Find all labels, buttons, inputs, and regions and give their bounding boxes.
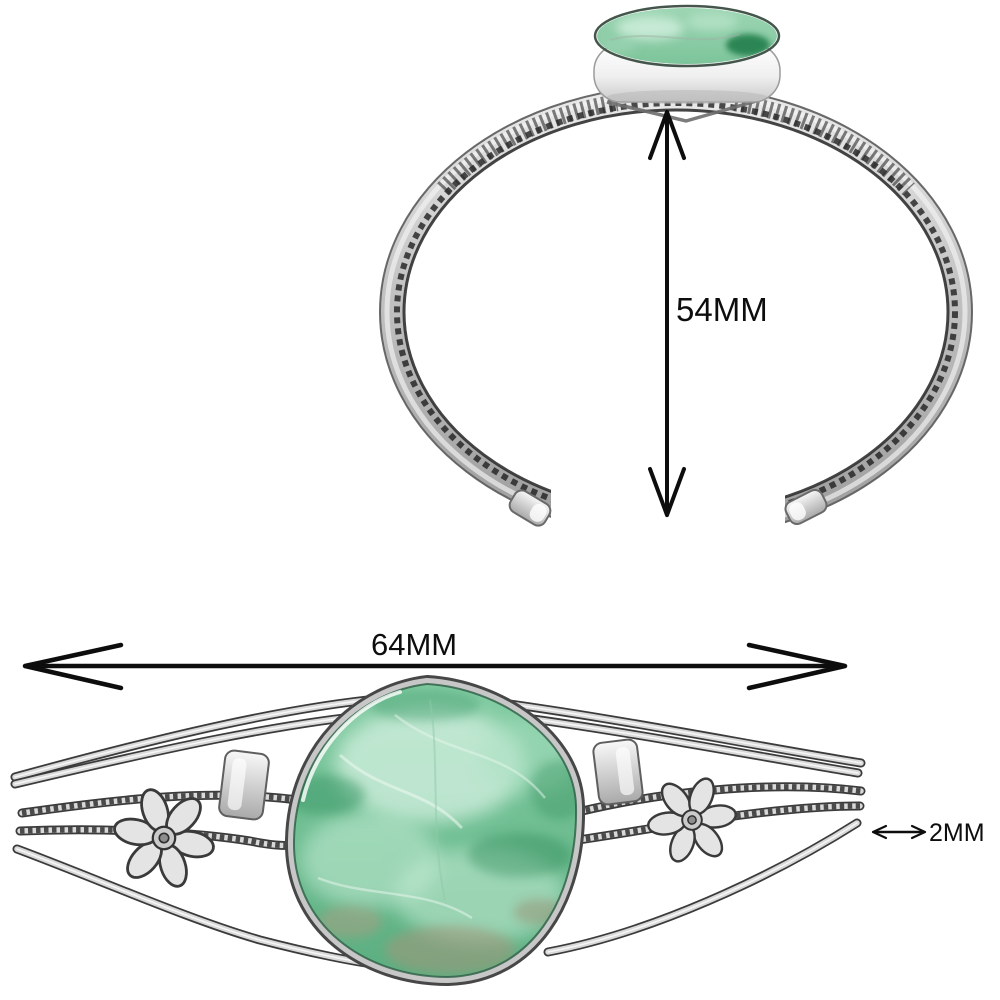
end-cap-left-front-view <box>218 749 270 821</box>
pear-stone-edge <box>292 682 578 979</box>
height-label: 54MM <box>676 291 768 328</box>
width-arrow-head-left <box>22 642 124 691</box>
top-view <box>379 4 973 574</box>
height-arrow-head-down <box>648 467 686 517</box>
end-cap-right-front-view <box>592 738 644 806</box>
front-view <box>15 675 861 986</box>
pear-stone-setting <box>284 675 586 986</box>
height-dimension <box>648 110 686 517</box>
width-label: 64MM <box>371 627 457 662</box>
bezel-support-wires <box>606 98 761 123</box>
thickness-label: 2MM <box>929 819 985 847</box>
height-arrow-head-up <box>648 110 686 160</box>
thickness-arrow-head-right <box>910 824 927 840</box>
thickness-dimension <box>871 824 927 840</box>
flower-ornament-left <box>113 788 215 888</box>
end-cap-right-top-view <box>784 488 828 526</box>
pear-stone <box>293 684 577 977</box>
bezel-cup-shadow <box>607 90 767 104</box>
oval-stone-rim <box>593 4 781 68</box>
width-dimension <box>22 642 848 691</box>
thickness-arrow-head-left <box>871 824 888 840</box>
flower-ornament-right <box>647 777 737 863</box>
pear-bezel-highlight <box>301 690 402 802</box>
width-arrow-head-right <box>746 642 848 691</box>
engraved-pattern-left <box>437 94 619 196</box>
oval-stone <box>597 8 777 64</box>
end-cap-left-top-view <box>508 489 552 527</box>
